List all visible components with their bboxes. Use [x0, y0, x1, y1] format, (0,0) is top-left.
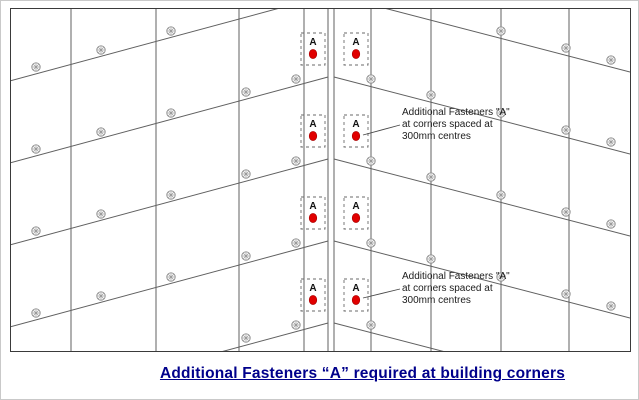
fastener-screw-icon [96, 209, 106, 219]
fastener-a-label: A [352, 37, 359, 48]
corner-fastener-dashed-box [343, 114, 369, 148]
annotation-leader-line [362, 124, 401, 136]
fastener-screw-icon [426, 90, 436, 100]
annotation-leader-line [362, 288, 401, 299]
fastener-screw-icon [291, 156, 301, 166]
diagram-frame: A A A A A A A A Additional Fasteners "A" at cor… [10, 8, 631, 352]
annotation-line: Additional Fasteners "A" [402, 271, 510, 282]
corner-fastener-dashed-box [300, 114, 326, 148]
fastener-screw-icon [496, 190, 506, 200]
fastener-screw-icon [31, 308, 41, 318]
fastener-screw-icon [496, 26, 506, 36]
additional-fastener-marker [351, 131, 361, 141]
annotation-line: 300mm centres [402, 295, 471, 306]
fastener-screw-icon [366, 156, 376, 166]
fastener-screw-icon [366, 238, 376, 248]
fastener-a-label: A [352, 283, 359, 294]
fastener-screw-icon [606, 219, 616, 229]
fastener-screw-icon [291, 238, 301, 248]
additional-fastener-marker [308, 213, 318, 223]
fastener-screw-icon [96, 45, 106, 55]
fastener-screw-icon [366, 74, 376, 84]
panel-joint-lines [11, 9, 630, 351]
fastener-screw-icon [291, 320, 301, 330]
annotation-line: at corners spaced at [402, 119, 493, 130]
fastener-a-label: A [352, 201, 359, 212]
fastener-screw-icon [31, 226, 41, 236]
corner-fastener-dashed-box [300, 278, 326, 312]
fastener-a-label: A [309, 37, 316, 48]
annotation-line: Additional Fasteners "A" [402, 107, 510, 118]
fastener-screw-icon [606, 137, 616, 147]
fastener-screw-icon [606, 55, 616, 65]
fastener-a-label: A [352, 119, 359, 130]
fastener-screw-icon [426, 172, 436, 182]
fastener-screw-icon [166, 108, 176, 118]
corner-fastener-markers-layer: A A A A A A A A [300, 32, 369, 312]
corner-fastener-dashed-box [300, 196, 326, 230]
fastener-a-label: A [309, 201, 316, 212]
additional-fastener-marker [308, 131, 318, 141]
fastener-screw-icon [426, 254, 436, 264]
fastener-screw-icon [561, 125, 571, 135]
annotation-callout-lower: Additional Fasteners "A" at corners spac… [362, 271, 510, 306]
fastener-screw-icon [31, 144, 41, 154]
fastener-screw-icon [241, 87, 251, 97]
fastener-screw-icon [561, 43, 571, 53]
building-corner-diagram: A A A A A A A A Additional Fasteners "A" at cor… [11, 9, 630, 351]
annotation-line: 300mm centres [402, 131, 471, 142]
standard-fasteners-layer [31, 26, 616, 343]
fastener-screw-icon [561, 207, 571, 217]
additional-fastener-marker [308, 49, 318, 59]
corner-fastener-dashed-box [343, 32, 369, 66]
fastener-screw-icon [606, 301, 616, 311]
fastener-screw-icon [31, 62, 41, 72]
corner-fastener-dashed-box [343, 278, 369, 312]
annotation-line: at corners spaced at [402, 283, 493, 294]
fastener-screw-icon [166, 272, 176, 282]
fastener-a-label: A [309, 119, 316, 130]
annotation-callout-upper: Additional Fasteners "A" at corners spac… [362, 107, 510, 142]
fastener-screw-icon [291, 74, 301, 84]
fastener-screw-icon [96, 127, 106, 137]
fastener-screw-icon [241, 333, 251, 343]
fastener-screw-icon [241, 251, 251, 261]
fastener-screw-icon [166, 190, 176, 200]
fastener-screw-icon [96, 291, 106, 301]
corner-fastener-dashed-box [300, 32, 326, 66]
additional-fastener-marker [351, 49, 361, 59]
fastener-screw-icon [166, 26, 176, 36]
fastener-screw-icon [366, 320, 376, 330]
additional-fastener-marker [308, 295, 318, 305]
fastener-screw-icon [241, 169, 251, 179]
fastener-screw-icon [561, 289, 571, 299]
additional-fastener-marker [351, 295, 361, 305]
diagram-caption: Additional Fasteners “A” required at bui… [159, 365, 566, 382]
fastener-a-label: A [309, 283, 316, 294]
corner-fastener-dashed-box [343, 196, 369, 230]
additional-fastener-marker [351, 213, 361, 223]
